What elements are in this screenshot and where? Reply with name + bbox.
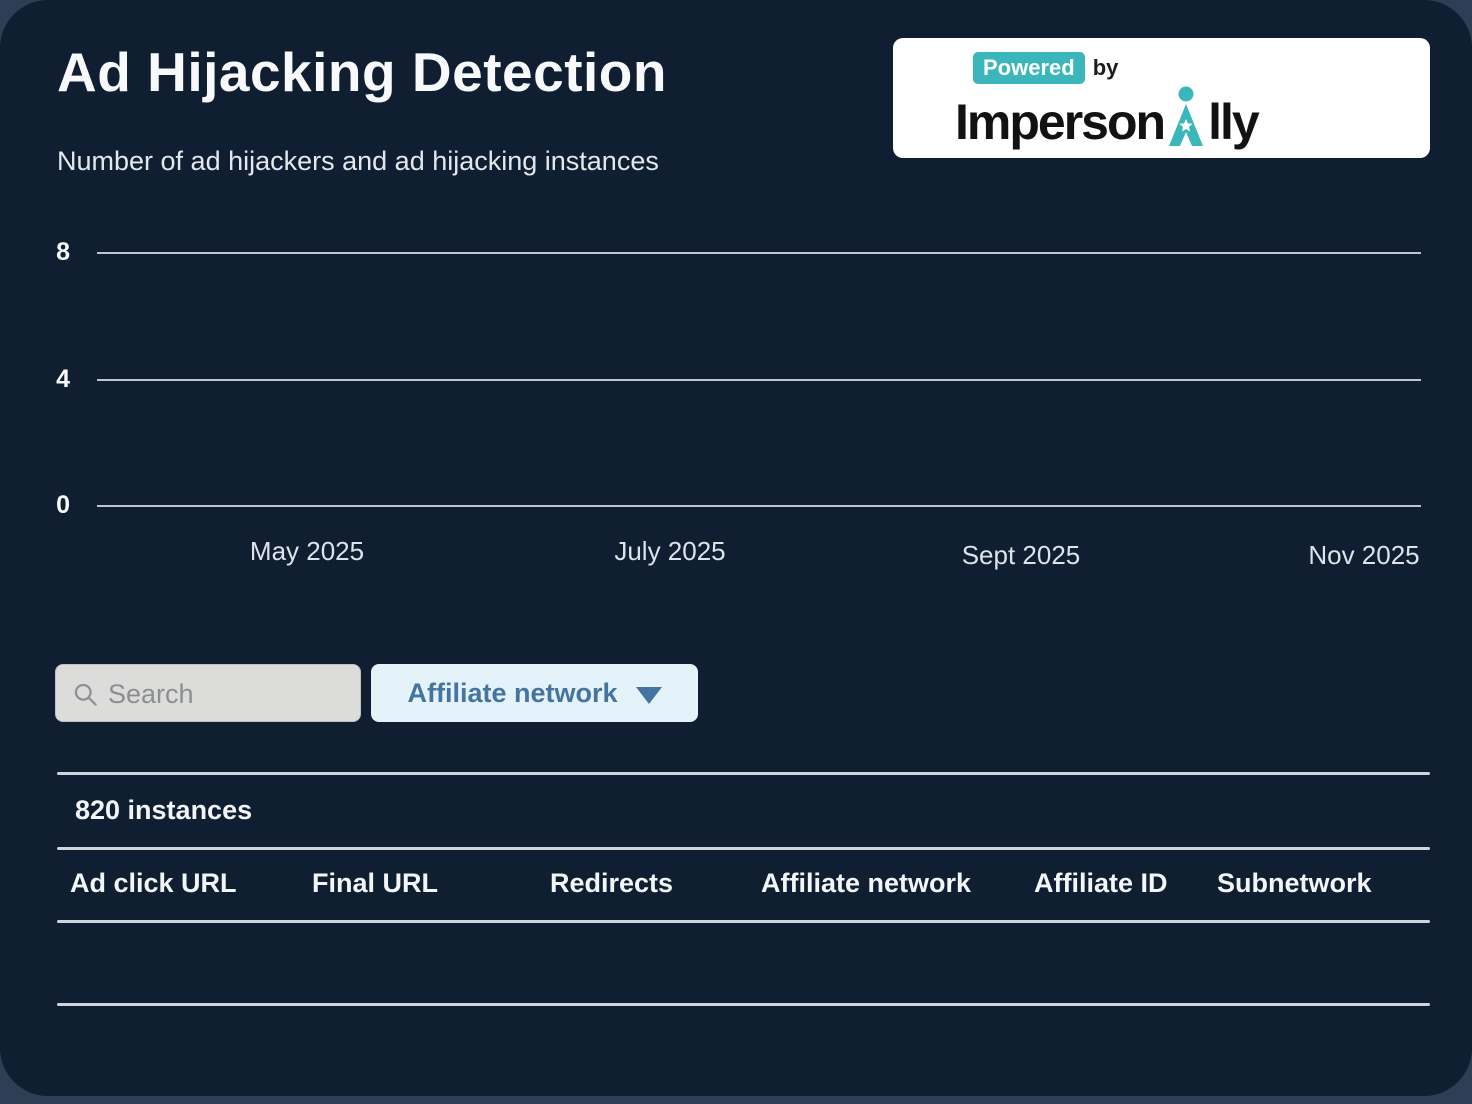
affiliate-network-dropdown-label: Affiliate network <box>407 677 618 708</box>
by-label: by <box>1092 55 1119 80</box>
x-axis-tick: Sept 2025 <box>961 540 1081 570</box>
column-header-ad-click-url[interactable]: Ad click URL <box>70 868 237 898</box>
column-header-affiliate-network[interactable]: Affiliate network <box>761 868 972 898</box>
gridline <box>97 379 1421 381</box>
column-header-affiliate-id[interactable]: Affiliate ID <box>1034 868 1168 898</box>
search-icon <box>74 683 97 706</box>
gridline <box>97 505 1421 507</box>
search-input[interactable] <box>106 665 356 723</box>
brand-text-suffix: lly <box>1208 94 1260 150</box>
table-header-bottom-divider <box>57 920 1430 923</box>
table-bottom-divider <box>57 1003 1430 1006</box>
column-header-final-url[interactable]: Final URL <box>312 868 438 898</box>
table-top-divider <box>57 772 1430 775</box>
impersonally-a-person-icon <box>1169 86 1204 146</box>
x-axis-tick: May 2025 <box>249 536 365 566</box>
impersonally-logo-card: Powered by Imperson lly <box>893 38 1430 158</box>
y-axis-tick: 8 <box>56 238 70 266</box>
chevron-down-icon <box>635 686 662 704</box>
y-axis-tick: 4 <box>56 365 70 393</box>
y-axis-tick: 0 <box>56 491 70 519</box>
brand-text-prefix: Imperson <box>955 94 1166 150</box>
column-header-subnetwork[interactable]: Subnetwork <box>1217 868 1372 898</box>
instances-count: 820 instances <box>75 795 253 825</box>
table-empty-area <box>57 923 1430 1003</box>
powered-by-row: Powered by <box>973 52 1430 84</box>
page-title: Ad Hijacking Detection <box>57 41 667 103</box>
gridline <box>97 252 1421 254</box>
x-axis-tick: July 2025 <box>614 536 726 566</box>
column-header-redirects[interactable]: Redirects <box>550 868 674 898</box>
impersonally-brand: Imperson lly <box>955 86 1430 147</box>
search-box[interactable] <box>55 664 361 723</box>
powered-badge: Powered <box>973 52 1085 84</box>
table-header-top-divider <box>57 847 1430 850</box>
affiliate-network-dropdown[interactable]: Affiliate network <box>371 664 698 722</box>
page-subtitle: Number of ad hijackers and ad hijacking … <box>57 146 659 176</box>
x-axis-tick: Nov 2025 <box>1308 540 1420 570</box>
